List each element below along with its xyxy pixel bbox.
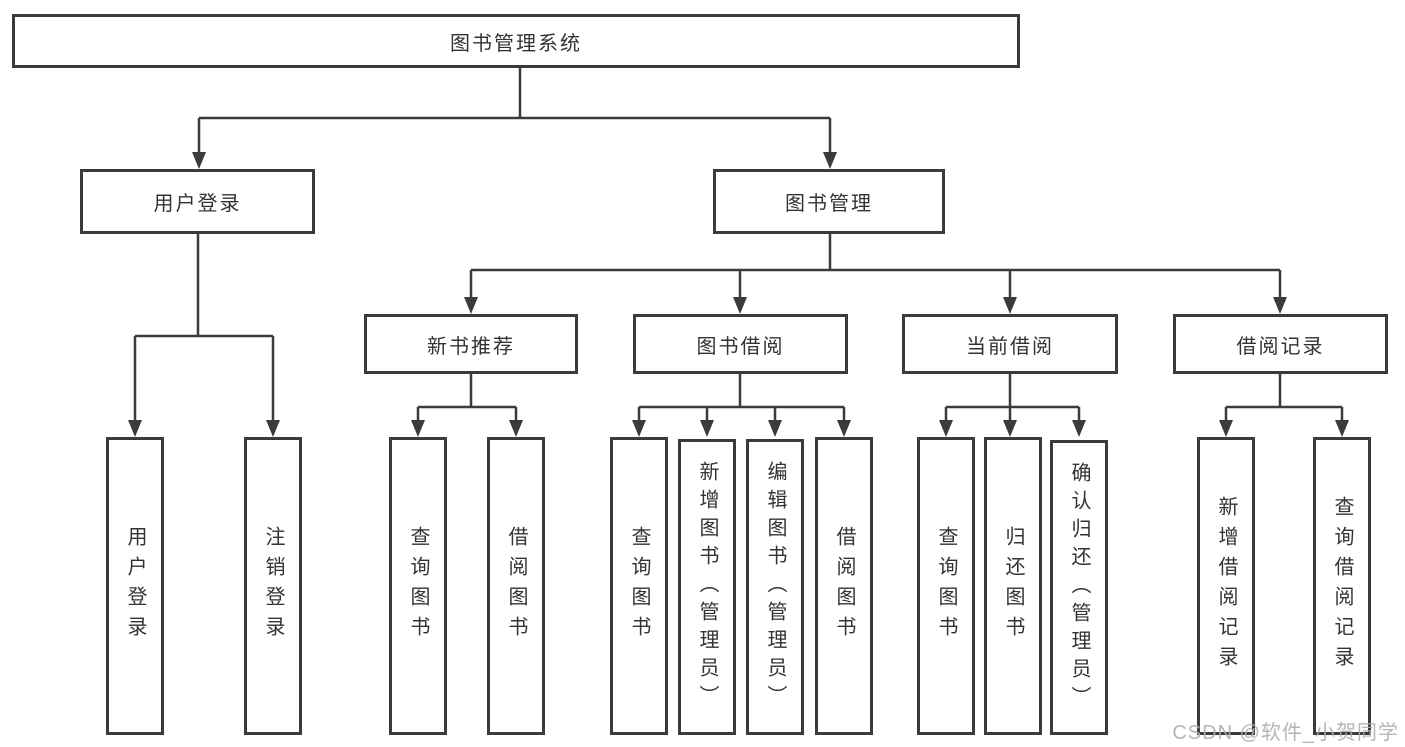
node-label: 用户登录 — [153, 193, 242, 215]
leaf-confirm-return-admin: 确认归还（管理员） — [1050, 440, 1108, 735]
node-label: 新增借阅记录 — [1215, 496, 1237, 676]
node-label: 编辑图书（管理员） — [764, 461, 786, 713]
node-label: 查询借阅记录 — [1331, 496, 1353, 676]
node-label: 注销登录 — [262, 526, 284, 646]
connector-root-to-level2 — [197, 68, 832, 156]
arrowheads — [128, 152, 1349, 437]
node-user-login: 用户登录 — [80, 169, 315, 234]
node-label: 新增图书（管理员） — [696, 461, 718, 713]
connector-book-borrow-to-leaves — [637, 374, 846, 424]
node-label: 新书推荐 — [427, 335, 515, 358]
leaf-return-books: 归还图书 — [984, 437, 1042, 735]
connector-new-book-to-leaves — [416, 374, 518, 424]
leaf-borrow-books: 借阅图书 — [815, 437, 873, 735]
node-current-borrow: 当前借阅 — [902, 314, 1118, 374]
node-borrow-records: 借阅记录 — [1173, 314, 1388, 374]
node-label: 查询图书 — [407, 526, 429, 646]
node-new-book-recommend: 新书推荐 — [364, 314, 578, 374]
node-label: 当前借阅 — [966, 335, 1054, 358]
connector-current-borrow-to-leaves — [944, 374, 1081, 424]
node-label: 图书借阅 — [696, 335, 785, 358]
leaf-query-books-current: 查询图书 — [917, 437, 975, 735]
node-label: 归还图书 — [1002, 526, 1024, 646]
csdn-watermark: CSDN @软件_小贺同学 — [1172, 722, 1399, 744]
leaf-edit-books-admin: 编辑图书（管理员） — [746, 439, 804, 735]
node-label: 借阅记录 — [1236, 335, 1325, 358]
leaf-user-login: 用户登录 — [106, 437, 164, 735]
leaf-logout: 注销登录 — [244, 437, 302, 735]
connector-book-management-to-level3 — [469, 234, 1282, 302]
node-label: 查询图书 — [628, 526, 650, 646]
node-label: 用户登录 — [124, 526, 146, 646]
node-library-management-system: 图书管理系统 — [12, 14, 1020, 68]
connector-user-login-to-leaves — [133, 234, 275, 424]
node-book-management: 图书管理 — [713, 169, 945, 234]
connector-borrow-records-to-leaves — [1224, 374, 1344, 424]
leaf-query-books-recommend: 查询图书 — [389, 437, 447, 735]
leaf-add-borrow-record: 新增借阅记录 — [1197, 437, 1255, 735]
node-label: 图书管理 — [785, 193, 873, 215]
node-book-borrow: 图书借阅 — [633, 314, 848, 374]
node-label: 借阅图书 — [833, 526, 855, 646]
leaf-add-books-admin: 新增图书（管理员） — [678, 439, 736, 735]
node-label: 图书管理系统 — [450, 32, 582, 55]
node-label: 借阅图书 — [505, 526, 527, 646]
leaf-query-borrow-record: 查询借阅记录 — [1313, 437, 1371, 735]
leaf-query-books-borrow: 查询图书 — [610, 437, 668, 735]
leaf-borrow-books-recommend: 借阅图书 — [487, 437, 545, 735]
node-label: 查询图书 — [935, 526, 957, 646]
node-label: 确认归还（管理员） — [1068, 461, 1090, 714]
